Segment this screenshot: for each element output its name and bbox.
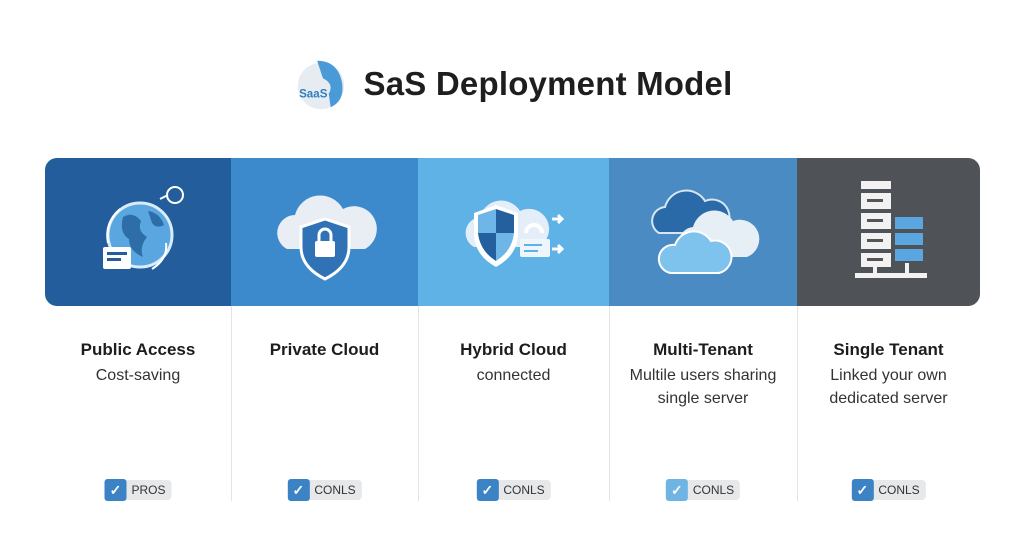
column-private-cloud: Private Cloud ✓ CONLS [231, 306, 418, 501]
check-icon: ✓ [851, 479, 874, 501]
multi-cloud-icon [651, 189, 760, 274]
column-divider [797, 306, 798, 501]
svg-text:SaaS: SaaS [299, 88, 328, 101]
column-description: Multile users sharing single server [609, 364, 797, 410]
description-line: connected [476, 367, 551, 384]
cons-badge[interactable]: ✓ CONLS [851, 479, 926, 501]
check-icon: ✓ [665, 479, 688, 501]
badge-label: CONLS [503, 483, 545, 497]
badge-label: CONLS [314, 483, 356, 497]
check-icon: ✓ [287, 479, 310, 501]
deployment-icon-band [45, 158, 980, 306]
column-description: Linked your own dedicated server [797, 364, 980, 410]
tile-multi-tenant [609, 158, 797, 306]
column-title: Private Cloud [269, 340, 380, 359]
column-title: Single Tenant [833, 340, 944, 359]
column-title: Hybrid Cloud [460, 340, 567, 359]
cons-badge[interactable]: ✓ CONLS [665, 479, 741, 501]
description-line: single server [657, 390, 749, 407]
column-public-access: Public Access Cost-saving ✓ PROS [45, 306, 231, 501]
tile-public-access [45, 158, 231, 306]
column-title: Multi-Tenant [653, 340, 753, 359]
column-hybrid-cloud: Hybrid Cloud connected ✓ CONLS [418, 306, 609, 501]
hybrid-shield-icon [465, 200, 564, 267]
column-divider [418, 306, 419, 501]
server-rack-icon [854, 181, 927, 278]
pros-badge[interactable]: ✓ PROS [104, 479, 172, 501]
cloud-lock-icon [276, 195, 377, 281]
page-title: SaS Deployment Model [363, 65, 733, 102]
cons-badge[interactable]: ✓ CONLS [287, 479, 362, 501]
column-description: connected [418, 364, 609, 387]
column-divider [231, 306, 232, 501]
tile-private-cloud [231, 158, 418, 306]
header: SaaS SaS Deployment Model [0, 55, 1024, 113]
check-icon: ✓ [476, 479, 499, 501]
tile-single-tenant [797, 158, 980, 306]
column-single-tenant: Single Tenant Linked your own dedicated s… [797, 306, 980, 501]
badge-label: CONLS [878, 483, 920, 497]
column-divider [609, 306, 610, 501]
column-multi-tenant: Multi-Tenant Multile users sharing single… [609, 306, 797, 501]
globe-icon [103, 186, 184, 270]
badge-label: PROS [131, 483, 166, 497]
description-line: Cost-saving [95, 367, 181, 384]
column-description: Cost-saving [45, 364, 231, 387]
description-line: Linked your own [830, 367, 947, 384]
saas-logo-icon: SaaS [297, 60, 344, 110]
description-line: Multile users sharing [629, 367, 777, 384]
column-title: Public Access [80, 340, 196, 359]
description-line: dedicated server [829, 390, 948, 407]
cons-badge[interactable]: ✓ CONLS [476, 479, 551, 501]
check-icon: ✓ [104, 479, 127, 501]
tile-hybrid-cloud [418, 158, 609, 306]
badge-label: CONLS [692, 483, 735, 497]
